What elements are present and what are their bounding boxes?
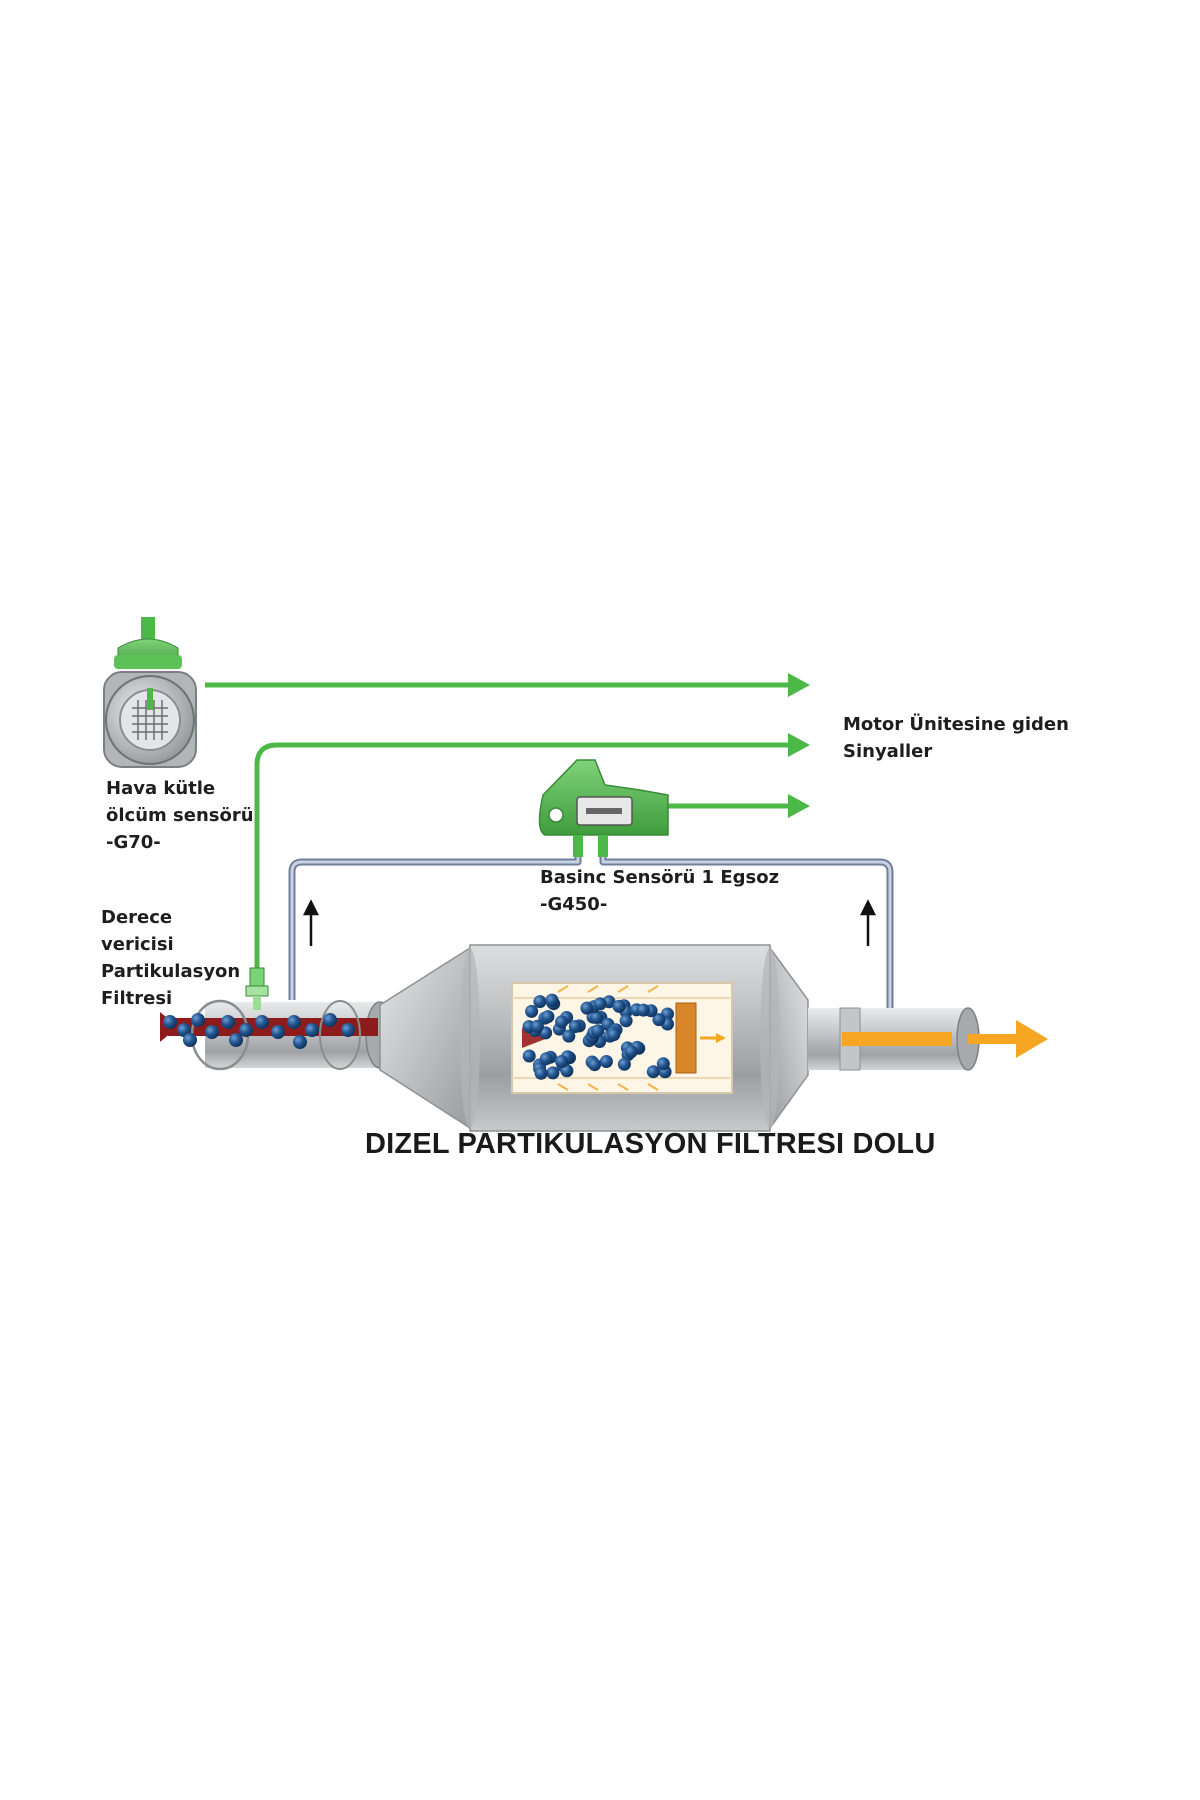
soot-particle [590, 1011, 604, 1024]
pressure-sensor-icon [538, 759, 669, 857]
soot-particle [545, 993, 559, 1007]
diesel-particulate-filter-icon [379, 944, 809, 1132]
arrowhead-icon [788, 733, 810, 757]
soot-particle [323, 1013, 337, 1027]
soot-particle [287, 1015, 301, 1029]
soot-particle [555, 1055, 569, 1068]
soot-particle [534, 1066, 548, 1080]
temperature-sender-icon [245, 967, 269, 1010]
soot-particle [612, 999, 626, 1013]
temp-signal-line [254, 742, 790, 970]
soot-particle [624, 1045, 638, 1059]
pressure-sensor-label-line: Basinc Sensörü 1 Egsoz [540, 867, 780, 888]
pressure-sensor-label: Basinc Sensörü 1 Egsoz -G450- [540, 864, 779, 918]
pressure-flow-arrows [302, 899, 877, 946]
soot-particle [541, 1010, 555, 1024]
arrow-up-icon [302, 899, 320, 916]
diagram-title: DIZEL PARTIKULASYON FILTRESI DOLU [365, 1128, 936, 1160]
temp-sender-label: Derece vericisi Partikulasyon Filtresi [101, 904, 240, 1012]
soot-particle [588, 1058, 602, 1072]
soot-particle [533, 995, 547, 1009]
signal-arrowheads [788, 673, 810, 818]
soot-particle [656, 1057, 670, 1071]
soot-particle [591, 1024, 605, 1038]
mass-air-flow-sensor-icon [103, 617, 197, 768]
outlet-arrow-icon [1016, 1020, 1048, 1058]
exhaust-vent-marks [557, 985, 659, 1091]
arrow-up-icon [859, 899, 877, 916]
signals-label-line: Sinyaller [843, 741, 933, 762]
soot-particle [205, 1025, 219, 1039]
temp-sender-label-line: Filtresi [101, 988, 173, 1009]
soot-particle [546, 1066, 560, 1080]
pressure-sensor-label-line: -G450- [540, 894, 608, 915]
soot-particle [163, 1015, 177, 1029]
soot-particle [341, 1023, 355, 1037]
signals-label: Motor Ünitesine giden Sinyaller [843, 711, 1069, 765]
soot-particle [555, 1015, 569, 1029]
soot-particle [525, 1004, 539, 1018]
pressure-tubes [288, 835, 894, 1008]
soot-particle [229, 1033, 243, 1047]
maf-sensor-label: Hava kütle ölcüm sensörü -G70- [106, 775, 254, 856]
soot-particle [617, 1057, 631, 1071]
inlet-pipe [160, 967, 395, 1071]
temp-sender-label-line: Derece [101, 907, 173, 928]
inlet-soot-particles [163, 1013, 355, 1049]
signals-label-line: Motor Ünitesine giden [843, 714, 1069, 735]
soot-particle [255, 1015, 269, 1029]
soot-particle [191, 1013, 205, 1027]
arrowhead-icon [788, 673, 810, 697]
soot-particle [539, 1052, 553, 1066]
maf-sensor-label-line: ölcüm sensörü [106, 805, 254, 826]
soot-particle [183, 1033, 197, 1047]
temp-sender-label-line: Partikulasyon [101, 961, 241, 982]
maf-sensor-label-line: -G70- [106, 832, 161, 853]
soot-particle [636, 1003, 650, 1017]
soot-particle [562, 1029, 576, 1043]
soot-particle [607, 1028, 621, 1042]
outlet-pipe [808, 1007, 1048, 1071]
soot-particle [580, 1001, 594, 1015]
soot-particle [271, 1025, 285, 1039]
soot-particle [619, 1014, 633, 1028]
soot-particle [239, 1023, 253, 1037]
soot-particle [530, 1019, 544, 1033]
maf-sensor-label-line: Hava kütle [106, 778, 216, 799]
soot-particle [221, 1015, 235, 1029]
soot-particle [522, 1049, 536, 1063]
soot-particle [652, 1013, 666, 1027]
clean-exhaust-stream [842, 1032, 952, 1046]
soot-particle [593, 997, 607, 1011]
soot-particle [599, 1055, 613, 1068]
soot-particle [568, 1020, 582, 1033]
temp-sender-label-line: vericisi [101, 934, 174, 955]
signal-lines [205, 682, 790, 970]
soot-particle [646, 1065, 660, 1079]
soot-particle [305, 1023, 319, 1037]
soot-particle [293, 1035, 307, 1049]
trapped-soot-particles [522, 993, 674, 1080]
arrowhead-icon [788, 794, 810, 818]
